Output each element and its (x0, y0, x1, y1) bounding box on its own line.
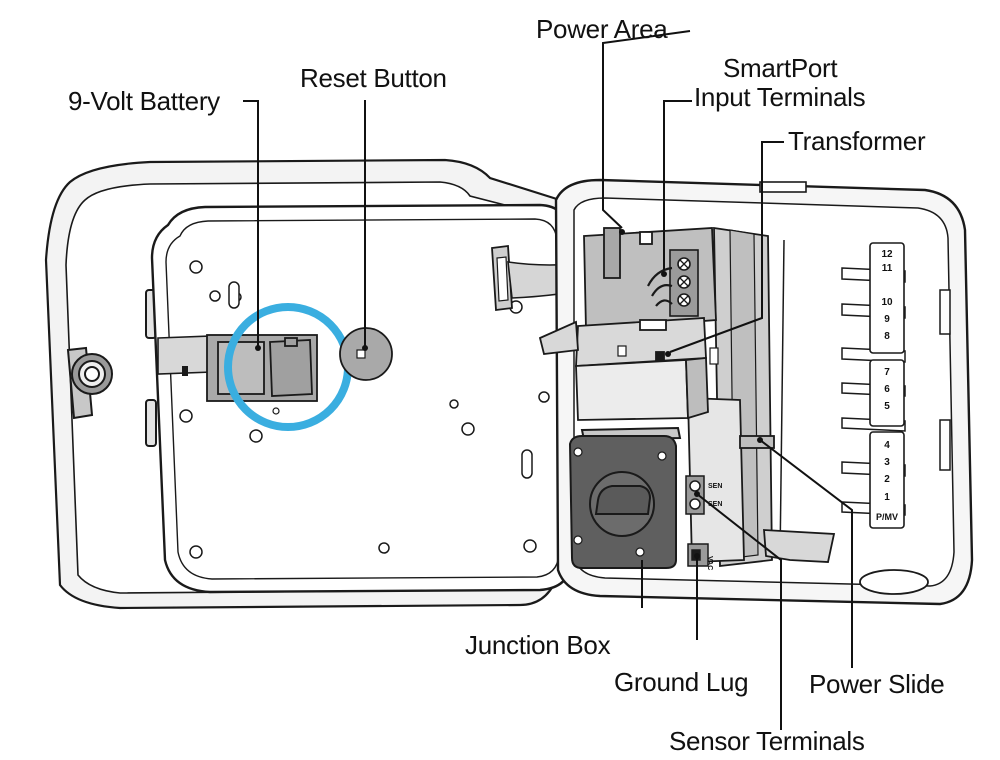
station-number: 12 (881, 249, 893, 260)
station-number: 3 (884, 457, 890, 468)
station-number: 4 (884, 440, 890, 451)
door-lock (66, 346, 113, 420)
station-number: 5 (884, 401, 890, 412)
label-reset-button: Reset Button (300, 63, 447, 93)
label-junction-box: Junction Box (465, 630, 611, 660)
sen-bottom-label: SEN (708, 501, 722, 508)
station-number: 2 (884, 474, 890, 485)
smartport-terminals (647, 249, 699, 317)
station-number: 8 (884, 331, 890, 342)
power-slide (538, 320, 836, 563)
station-number: P/MV (876, 512, 898, 522)
station-number: 1 (884, 492, 890, 503)
vac-label: VAC (706, 556, 713, 570)
sen-top-label: SEN (708, 483, 722, 490)
label-smartport-line2: Input Terminals (694, 82, 866, 112)
leader-dots (255, 229, 763, 559)
label-power-area: Power Area (536, 14, 668, 44)
station-number: 11 (882, 263, 893, 274)
terminal-rail (687, 226, 773, 568)
transformer (575, 317, 719, 421)
station-number: 10 (881, 297, 893, 308)
label-ground-lug: Ground Lug (614, 667, 749, 697)
label-transformer: Transformer (788, 126, 926, 156)
station-number: 6 (884, 384, 890, 395)
label-power-slide: Power Slide (809, 669, 945, 699)
label-sensor-terminals: Sensor Terminals (669, 726, 865, 756)
station-number-labels: 12 11 10 9 8 7 6 5 4 3 2 1P/MV (876, 249, 898, 522)
station-number: 9 (884, 314, 890, 325)
label-battery: 9-Volt Battery (68, 86, 220, 116)
leader-lines (243, 30, 853, 730)
battery-holder (206, 334, 318, 415)
junction-box (568, 426, 682, 569)
station-number: 7 (884, 367, 890, 378)
label-smartport-line1: SmartPort (723, 53, 838, 83)
reset-button (339, 327, 393, 381)
